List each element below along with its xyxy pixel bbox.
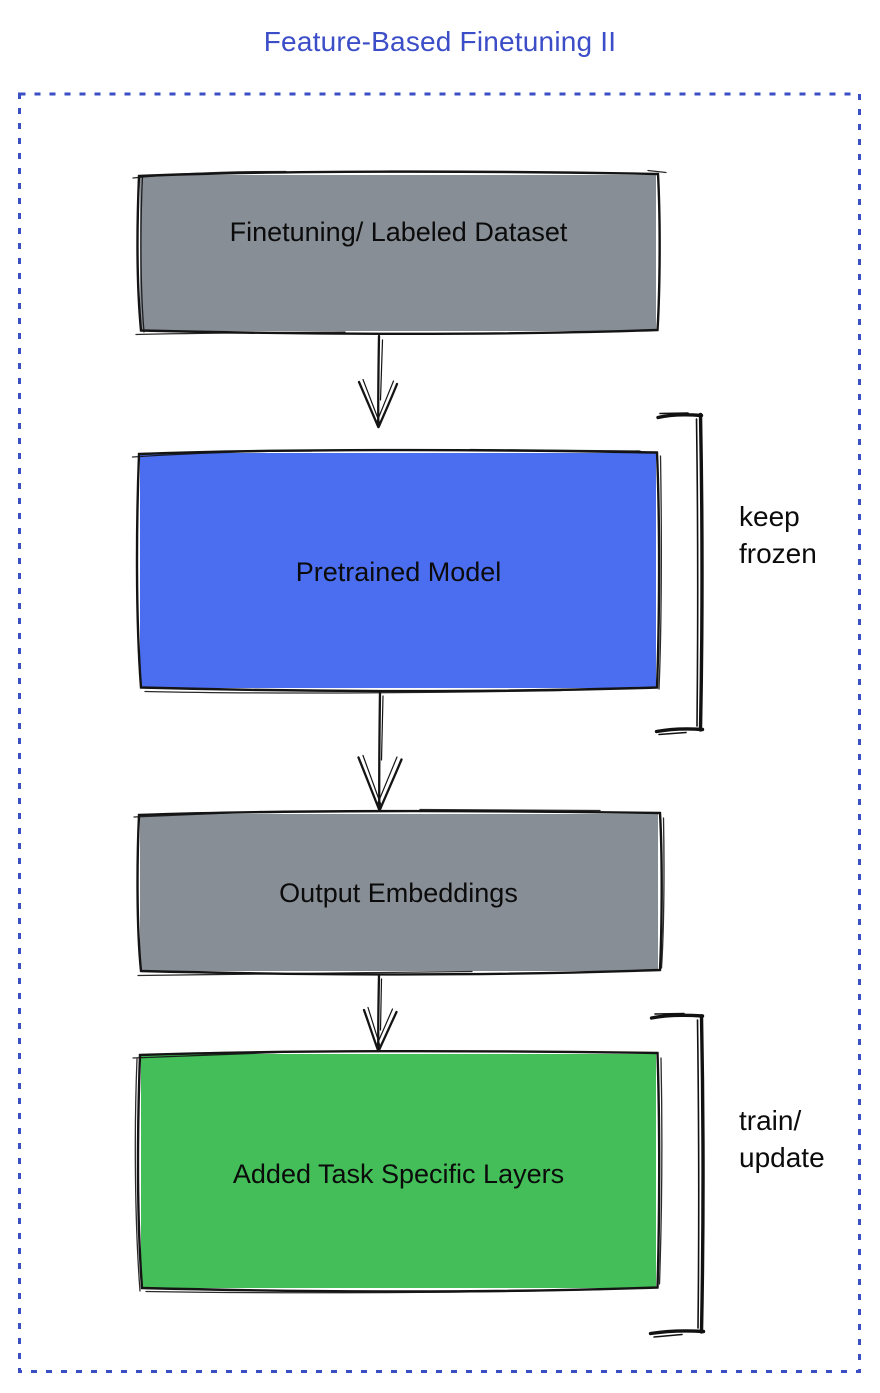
arrow-embeddings-to-layers [362, 974, 398, 1053]
train-update-label: train/ update [739, 1102, 825, 1176]
dataset-box [132, 169, 667, 336]
dataset-label: Finetuning/ Labeled Dataset [229, 217, 568, 247]
keep-frozen-bracket [654, 412, 705, 736]
train-update-bracket [648, 1012, 706, 1338]
diagram-title: Feature-Based Finetuning II [263, 26, 617, 57]
dotted-frame [18, 92, 861, 1373]
train-update-line1: train/ [739, 1105, 802, 1136]
embeddings-box [133, 808, 665, 977]
arrow-pretrained-to-embeddings [357, 691, 403, 812]
pretrained-label: Pretrained Model [295, 557, 502, 587]
keep-frozen-line1: keep [739, 501, 800, 532]
pretrained-box [131, 448, 662, 694]
embeddings-label: Output Embeddings [279, 878, 518, 908]
task-layers-box [132, 1049, 663, 1294]
keep-frozen-label: keep frozen [739, 498, 817, 572]
keep-frozen-line2: frozen [739, 538, 817, 569]
task-layers-label: Added Task Specific Layers [232, 1159, 565, 1189]
train-update-line2: update [739, 1142, 825, 1173]
arrow-dataset-to-pretrained [357, 334, 399, 429]
